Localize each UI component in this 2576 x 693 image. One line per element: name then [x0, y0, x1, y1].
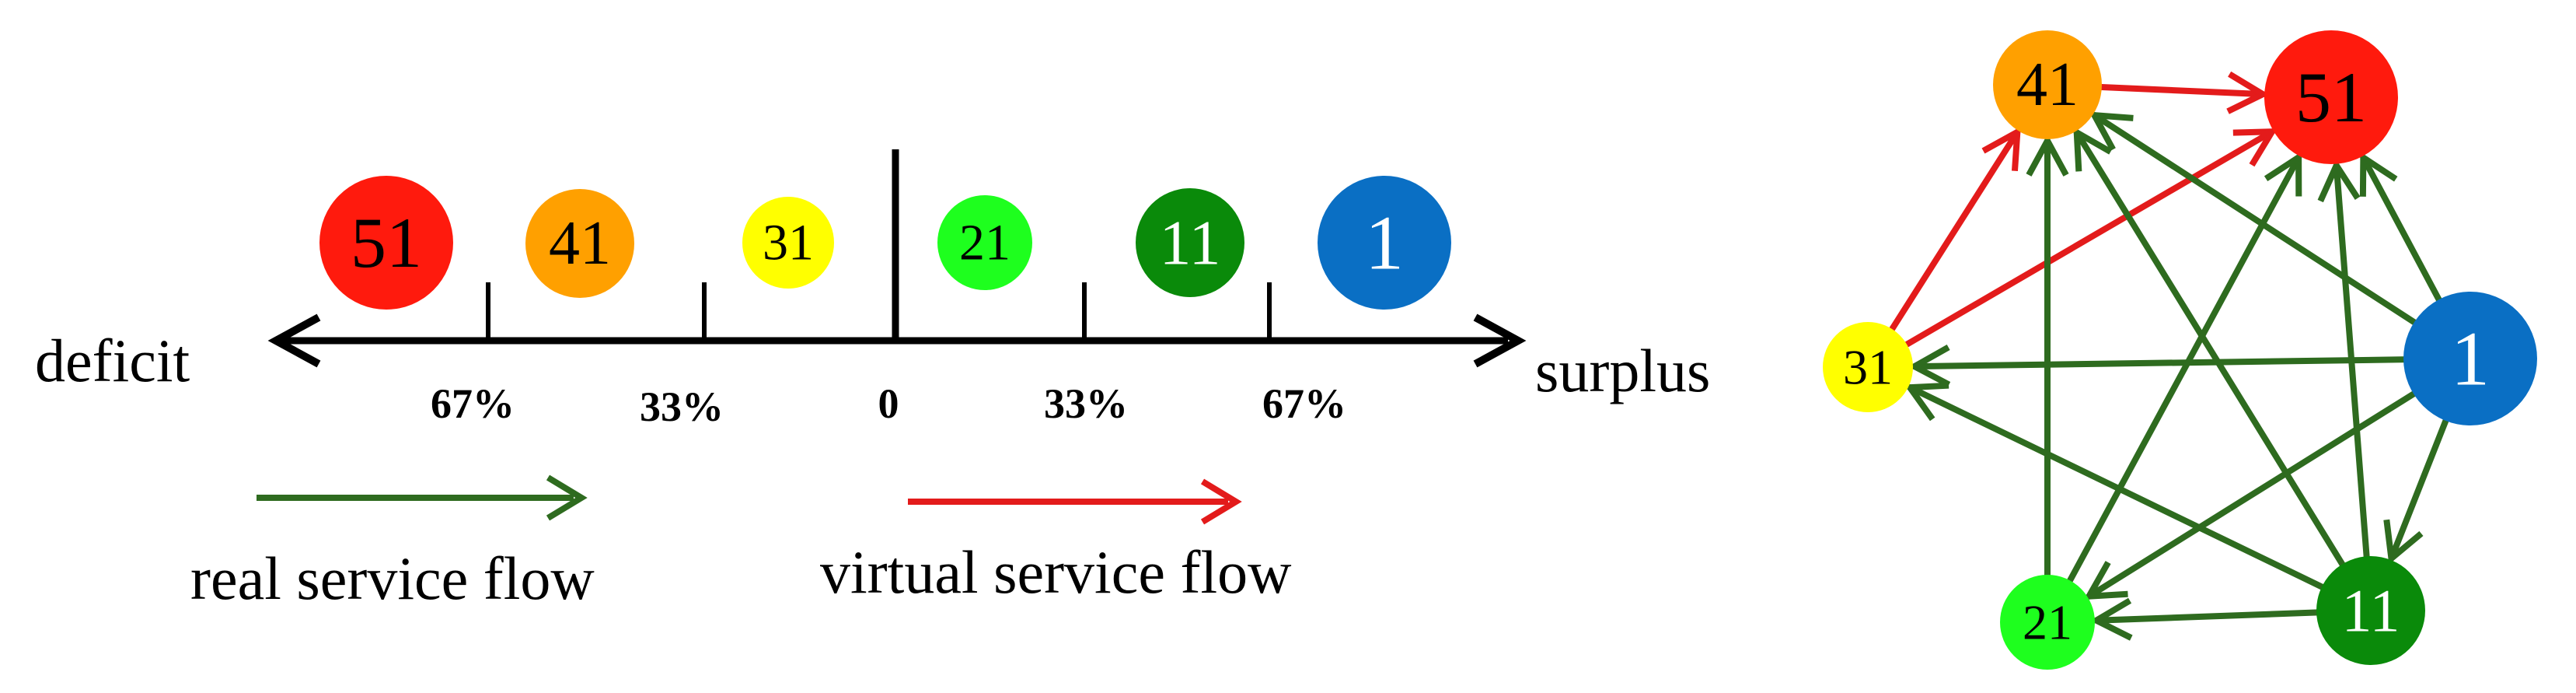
scale-node-41-circle — [525, 189, 634, 298]
edge-1-to-31-arrowhead — [1908, 345, 1951, 388]
edge-21-to-51-arrowhead — [2264, 152, 2302, 197]
edge-41-to-51-line — [2093, 83, 2267, 98]
edge-1-to-31-line — [1911, 356, 2412, 370]
edge-1-to-41-line — [2091, 112, 2421, 328]
legend-virtual-arrowhead — [1200, 478, 1242, 525]
graph-node-31: 31 — [1823, 322, 1913, 412]
edge-21-to-51-line — [2065, 154, 2302, 588]
graph-node-41-circle — [1993, 30, 2102, 139]
graph-node-41-label: 41 — [2016, 51, 2079, 119]
edge-1-to-21-line — [2086, 388, 2421, 600]
edge-1-to-11 — [2383, 413, 2451, 565]
edge-21-to-51 — [2065, 152, 2302, 588]
scale-node-21: 21 — [937, 195, 1032, 290]
graph-node-41: 41 — [1993, 30, 2102, 139]
edge-11-to-51-arrowhead — [2317, 159, 2361, 203]
scale-node-51-circle — [319, 176, 453, 310]
tick-label-left-33: 33% — [640, 383, 724, 430]
scale-node-1: 1 — [1318, 176, 1451, 310]
edge-11-to-41-line — [2073, 129, 2348, 572]
graph-node-21-label: 21 — [2023, 595, 2072, 650]
tick-label-right-67: 67% — [1262, 380, 1346, 427]
edge-1-to-11-arrowhead — [2383, 519, 2424, 565]
edge-11-to-41-arrowhead — [2073, 127, 2113, 172]
tick-label-left-67: 67% — [431, 380, 515, 427]
edge-41-to-51 — [2093, 71, 2270, 114]
tick-label-zero: 0 — [878, 380, 899, 427]
edge-11-to-21-arrowhead — [2089, 597, 2133, 641]
edge-1-to-51-arrowhead — [2359, 152, 2398, 197]
graph-node-51: 51 — [2264, 30, 2398, 164]
scale-node-31: 31 — [742, 197, 834, 289]
legend-virtual-label: virtual service flow — [820, 538, 1291, 606]
legend-real-arrowhead — [546, 474, 588, 521]
deficit-label: deficit — [35, 327, 190, 394]
graph-node-31-circle — [1823, 322, 1913, 412]
scale-node-41: 41 — [525, 189, 634, 298]
edge-11-to-51 — [2317, 159, 2371, 565]
graph-node-11: 11 — [2316, 556, 2425, 665]
edge-1-to-51-line — [2360, 154, 2445, 307]
surplus-label: surplus — [1535, 337, 1710, 404]
edge-31-to-51-arrowhead — [2232, 128, 2278, 167]
legend-real-label: real service flow — [190, 544, 595, 612]
graph-node-51-label: 51 — [2295, 58, 2367, 137]
edge-31-to-41-line — [1886, 128, 2021, 337]
edge-1-to-41 — [2089, 111, 2421, 328]
edge-31-to-41-arrowhead — [1981, 126, 2021, 172]
edge-31-to-51-line — [1899, 128, 2275, 350]
scale-node-41-label: 41 — [549, 209, 611, 278]
graph-node-21-circle — [2000, 575, 2095, 670]
scale-node-31-label: 31 — [763, 215, 814, 271]
edge-31-to-41 — [1886, 126, 2021, 337]
graph-node-1: 1 — [2403, 292, 2537, 425]
edge-11-to-51-line — [2333, 162, 2371, 565]
edge-1-to-21 — [2083, 388, 2421, 600]
edge-1-to-51 — [2359, 152, 2445, 307]
edge-11-to-21 — [2089, 597, 2325, 641]
graph-node-1-label: 1 — [2451, 316, 2490, 402]
edge-11-to-31-arrowhead — [1904, 382, 1949, 422]
scale-node-51: 51 — [319, 176, 453, 310]
surplus-deficit-scale: deficit surplus 67% 33% 0 33% 67% — [35, 149, 1710, 430]
scale-left-arrowhead — [267, 313, 321, 368]
edge-21-to-41-arrowhead — [2026, 134, 2069, 177]
edge-41-to-51-arrowhead — [2226, 71, 2270, 114]
graph-node-11-circle — [2316, 556, 2425, 665]
edge-1-to-31 — [1908, 345, 2412, 388]
graph-node-51-circle — [2264, 30, 2398, 164]
scale-node-11: 11 — [1136, 188, 1244, 297]
graph-edges — [1886, 71, 2451, 641]
scale-node-51-label: 51 — [351, 203, 422, 282]
scale-node-31-circle — [742, 197, 834, 289]
edge-1-to-11-line — [2388, 413, 2451, 562]
scale-right-arrowhead — [1473, 313, 1527, 368]
edge-1-to-41-arrowhead — [2089, 111, 2134, 152]
scale-node-21-label: 21 — [959, 215, 1011, 271]
scale-node-1-label: 1 — [1365, 200, 1404, 286]
graph-node-31-label: 31 — [1843, 340, 1893, 395]
tick-label-right-33: 33% — [1044, 380, 1128, 427]
scale-node-11-label: 11 — [1160, 208, 1221, 278]
edge-11-to-21-line — [2093, 609, 2325, 624]
graph-node-1-circle — [2403, 292, 2537, 425]
graph-node-21: 21 — [2000, 575, 2095, 670]
legend: real service flow virtual service flow — [190, 474, 1291, 612]
graph-node-11-label: 11 — [2341, 577, 2400, 645]
edge-21-to-41 — [2026, 134, 2069, 583]
scale-node-11-circle — [1136, 188, 1244, 297]
scale-node-1-circle — [1318, 176, 1451, 310]
edge-31-to-51 — [1899, 128, 2278, 350]
edge-1-to-21-arrowhead — [2083, 561, 2128, 600]
scale-node-21-circle — [937, 195, 1032, 290]
edge-11-to-41 — [2073, 127, 2348, 572]
